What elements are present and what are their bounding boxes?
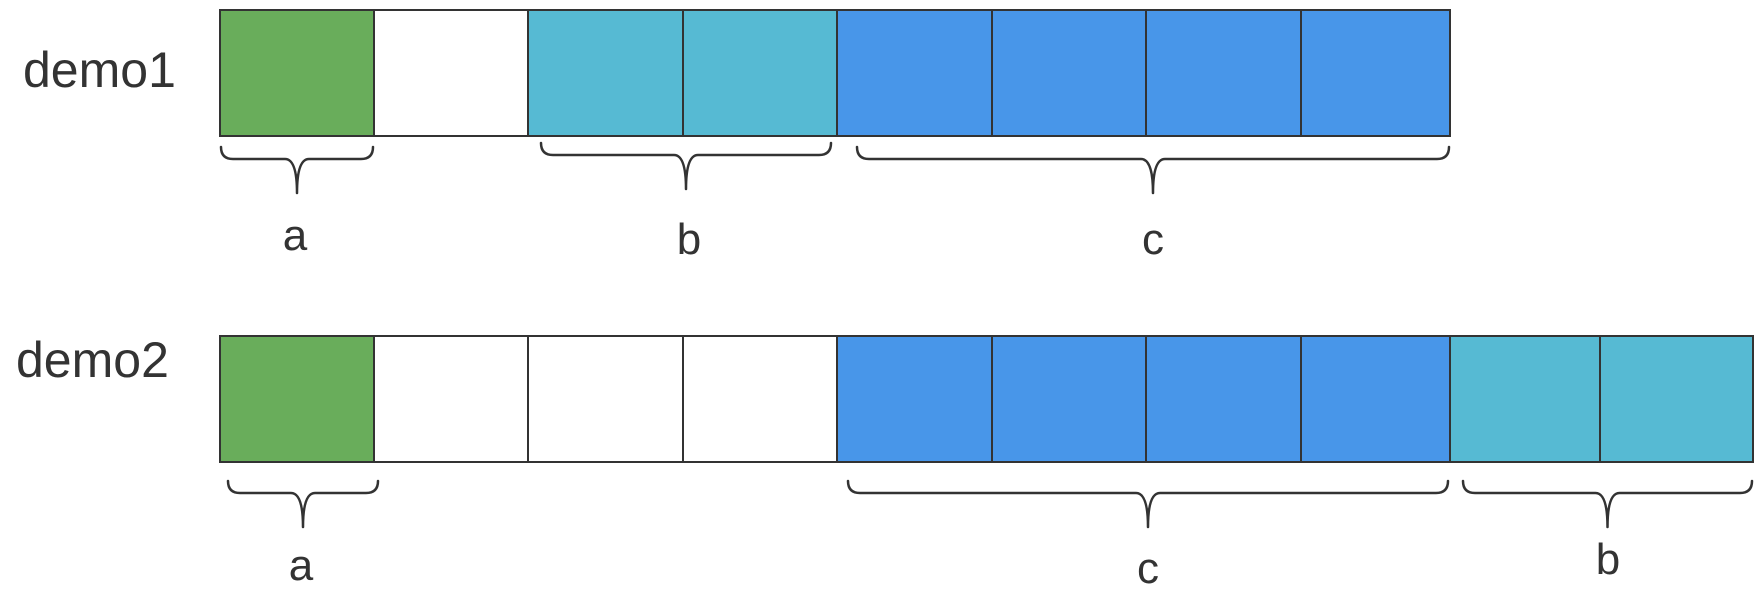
row1-cell-3	[527, 9, 684, 137]
brace-b-row2	[1461, 479, 1754, 529]
row2-cell-5	[836, 335, 993, 463]
row2-cell-7	[1145, 335, 1302, 463]
brace-a-row2	[226, 479, 380, 529]
row2-cell-4	[682, 335, 838, 463]
row2-cell-6	[991, 335, 1147, 463]
brace-label-demo2-b: b	[1595, 535, 1621, 584]
row1-cell-5	[836, 9, 993, 137]
brace-c-row1	[855, 145, 1451, 195]
brace-b-row1	[539, 141, 833, 191]
brace-label-demo1-b: b	[676, 215, 702, 264]
brace-label-demo2-c: c	[1137, 544, 1159, 593]
brace-label-demo1-c: c	[1142, 215, 1164, 264]
row2-cell-10	[1599, 335, 1754, 463]
brace-label-demo1-a: a	[282, 211, 308, 260]
row2-cell-2	[373, 335, 529, 463]
row2-cell-8	[1300, 335, 1451, 463]
row2-cell-9	[1449, 335, 1601, 463]
row2-cell-1	[219, 335, 376, 463]
brace-c-row2	[846, 479, 1450, 529]
brace-label-demo2-a: a	[288, 541, 314, 590]
row1-cell-1	[219, 9, 376, 137]
row1-cell-7	[1145, 9, 1302, 137]
row-label-demo1: demo1	[23, 42, 176, 98]
row-label-demo2: demo2	[16, 332, 169, 388]
row1-cell-4	[682, 9, 838, 137]
brace-a-row1	[219, 145, 375, 195]
row1-cell-6	[991, 9, 1147, 137]
row2-cell-3	[527, 335, 684, 463]
row1-cell-2	[373, 9, 529, 137]
row1-cell-8	[1300, 9, 1451, 137]
